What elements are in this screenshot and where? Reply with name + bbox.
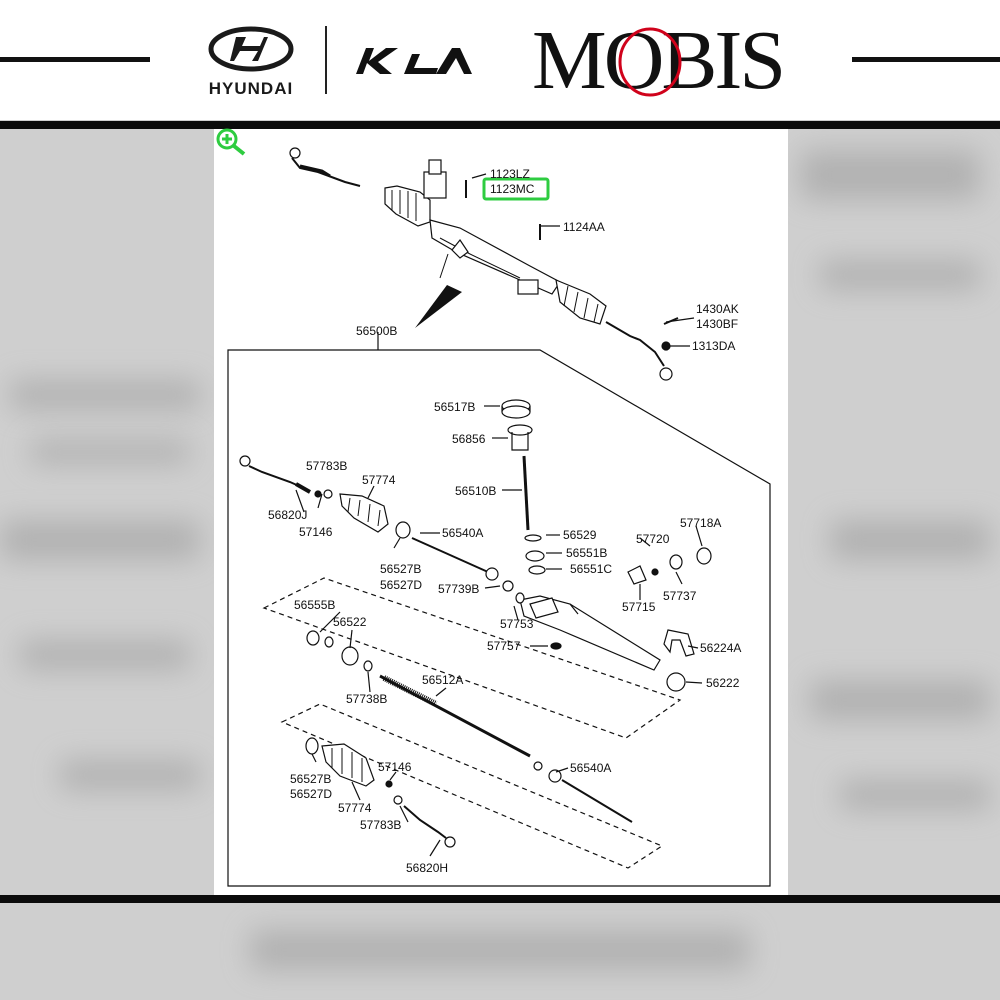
part-label-56527D-bottom[interactable]: 56527D bbox=[290, 787, 332, 801]
parts-diagram: 1123LZ 1123MC 1124AA 1430AK 1430BF 1313D… bbox=[214, 129, 788, 895]
part-label-57737[interactable]: 57737 bbox=[663, 589, 697, 603]
part-label-57146-top[interactable]: 57146 bbox=[299, 525, 333, 539]
top-bar bbox=[0, 121, 1000, 129]
part-label-56522[interactable]: 56522 bbox=[333, 615, 367, 629]
part-label-1123MC[interactable]: 1123MC bbox=[490, 182, 535, 196]
part-label-56512A[interactable]: 56512A bbox=[422, 673, 463, 687]
exploded-view-frame bbox=[227, 349, 771, 887]
part-label-1124AA[interactable]: 1124AA bbox=[563, 220, 605, 234]
zoom-in-icon[interactable] bbox=[214, 126, 250, 163]
hyundai-logo: HYUNDAI bbox=[196, 26, 306, 98]
part-label-56540A-bottom[interactable]: 56540A bbox=[570, 761, 611, 775]
highlight-box bbox=[482, 177, 550, 201]
part-label-56820J[interactable]: 56820J bbox=[268, 508, 307, 522]
part-label-57720[interactable]: 57720 bbox=[636, 532, 670, 546]
assembly-label-56500B[interactable]: 56500B bbox=[356, 324, 397, 338]
assembled-steering-gear bbox=[289, 147, 679, 381]
header-rule-right bbox=[852, 57, 1000, 62]
part-label-57774-top[interactable]: 57774 bbox=[362, 473, 396, 487]
part-label-56856[interactable]: 56856 bbox=[452, 432, 486, 446]
part-label-57146-bottom[interactable]: 57146 bbox=[378, 760, 412, 774]
part-label-57715[interactable]: 57715 bbox=[622, 600, 656, 614]
brand-divider bbox=[325, 26, 327, 94]
part-label-57753[interactable]: 57753 bbox=[500, 617, 534, 631]
part-label-1430AK[interactable]: 1430AK bbox=[696, 302, 739, 316]
part-label-57783B-bottom[interactable]: 57783B bbox=[360, 818, 401, 832]
header-rule-left bbox=[0, 57, 150, 62]
part-label-56555B[interactable]: 56555B bbox=[294, 598, 335, 612]
part-label-56820H[interactable]: 56820H bbox=[406, 861, 448, 875]
part-label-57739B[interactable]: 57739B bbox=[438, 582, 479, 596]
part-label-57718A[interactable]: 57718A bbox=[680, 516, 721, 530]
part-label-56551B[interactable]: 56551B bbox=[566, 546, 607, 560]
part-label-56551C[interactable]: 56551C bbox=[570, 562, 612, 576]
bottom-bar bbox=[0, 895, 1000, 903]
part-label-56529[interactable]: 56529 bbox=[563, 528, 597, 542]
part-label-56527D-top[interactable]: 56527D bbox=[380, 578, 422, 592]
kia-logo bbox=[352, 40, 476, 84]
boot-group-frame bbox=[280, 703, 664, 869]
steering-gear-diagram: 1123LZ 1123MC 1124AA 1430AK 1430BF 1313D… bbox=[227, 147, 771, 887]
part-label-1313DA[interactable]: 1313DA bbox=[692, 339, 735, 353]
part-label-1123LZ[interactable]: 1123LZ bbox=[490, 167, 530, 181]
hyundai-emblem-icon bbox=[208, 26, 294, 72]
brand-header: HYUNDAI MOBIS bbox=[0, 0, 1000, 120]
hyundai-wordmark: HYUNDAI bbox=[208, 79, 294, 98]
part-label-56540A-top[interactable]: 56540A bbox=[442, 526, 483, 540]
part-label-57738B[interactable]: 57738B bbox=[346, 692, 387, 706]
mobis-logo: MOBIS bbox=[532, 14, 804, 107]
part-label-56527B-top[interactable]: 56527B bbox=[380, 562, 421, 576]
kia-wordmark-icon bbox=[356, 48, 472, 74]
part-label-56527B-bottom[interactable]: 56527B bbox=[290, 772, 331, 786]
mobis-wordmark: MOBIS bbox=[532, 14, 786, 107]
part-label-57774-bottom[interactable]: 57774 bbox=[338, 801, 372, 815]
part-label-56510B[interactable]: 56510B bbox=[455, 484, 496, 498]
part-label-57757[interactable]: 57757 bbox=[487, 639, 521, 653]
rack-group-frame bbox=[262, 577, 682, 739]
part-label-56222[interactable]: 56222 bbox=[706, 676, 740, 690]
part-label-57783B-top[interactable]: 57783B bbox=[306, 459, 347, 473]
part-label-56517B[interactable]: 56517B bbox=[434, 400, 475, 414]
part-label-56224A[interactable]: 56224A bbox=[700, 641, 741, 655]
part-label-1430BF[interactable]: 1430BF bbox=[696, 317, 738, 331]
